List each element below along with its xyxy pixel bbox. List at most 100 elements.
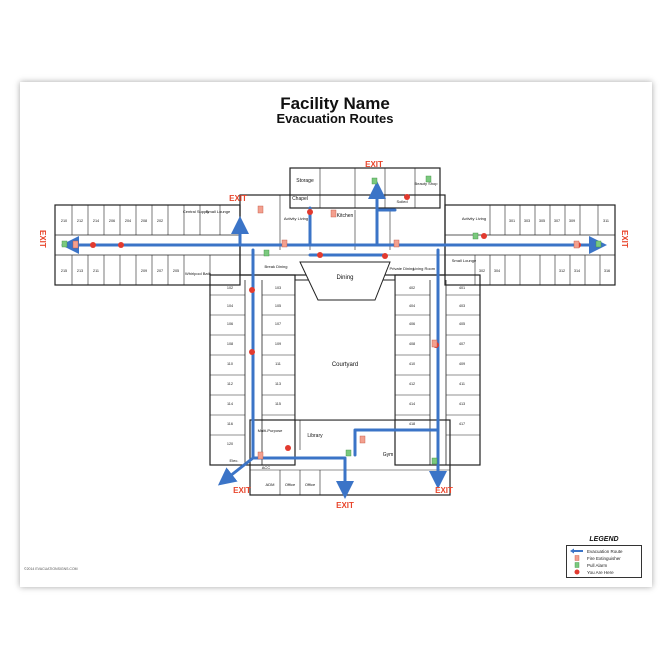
svg-text:213: 213 [77, 269, 83, 273]
route-to-south-exit [251, 456, 354, 499]
you-are-here-icon [118, 242, 124, 248]
you-are-here-icon [481, 233, 487, 239]
exit-top-center: EXIT [365, 160, 383, 169]
svg-text:106: 106 [227, 322, 233, 326]
dining-label: Dining [336, 275, 353, 281]
svg-text:413: 413 [459, 402, 465, 406]
svg-text:102: 102 [227, 286, 233, 290]
pull-alarm-icon [345, 449, 352, 457]
courtyard [294, 279, 396, 421]
small-lounge-label: Small Lounge [206, 209, 231, 214]
svg-text:110: 110 [227, 362, 233, 366]
you-are-here-icon [404, 194, 410, 200]
svg-text:410: 410 [409, 362, 415, 366]
library-label: Library [307, 433, 323, 439]
pull-alarms [61, 175, 602, 465]
office1-label: Office [285, 482, 296, 487]
break-dining-label: Break Dining [265, 264, 288, 269]
exit-bottom-left: EXIT [233, 486, 251, 495]
activity-right-label: Activity Living [462, 216, 486, 221]
exit-top-left: EXIT [229, 194, 247, 203]
svg-text:113: 113 [275, 382, 281, 386]
pull-alarm-icon [570, 562, 584, 568]
you-are-here-icon [317, 252, 323, 258]
living-room-label: Living Room [413, 266, 436, 271]
storage-label: Storage [296, 178, 314, 184]
svg-text:116: 116 [227, 422, 233, 426]
you-are-here-icon [285, 445, 291, 451]
svg-text:409: 409 [459, 362, 465, 366]
svg-text:211: 211 [93, 269, 99, 273]
extinguisher-icon [257, 205, 264, 214]
svg-text:405: 405 [459, 322, 465, 326]
beauty-shop-label: Beauty Shop [415, 181, 439, 186]
route-arrow-icon [570, 548, 584, 554]
facility-name: Facility Name [280, 94, 390, 113]
svg-text:108: 108 [227, 342, 233, 346]
pull-alarm-icon [61, 240, 68, 248]
pull-alarm-icon [371, 177, 378, 185]
svg-text:408: 408 [409, 342, 415, 346]
extinguisher-icon [393, 239, 400, 248]
chapel-label: Chapel [292, 196, 308, 202]
svg-text:411: 411 [459, 382, 465, 386]
svg-text:210: 210 [61, 219, 67, 223]
svg-text:407: 407 [459, 342, 465, 346]
svg-text:314: 314 [574, 269, 580, 273]
exit-labels: EXIT EXIT EXIT EXIT EXIT EXIT EXIT [38, 160, 629, 510]
small-lounge-2-label: Small Lounge [452, 258, 477, 263]
adm-label: ADM [266, 482, 275, 487]
svg-text:302: 302 [479, 269, 485, 273]
svg-text:307: 307 [554, 219, 560, 223]
svg-text:311: 311 [603, 219, 609, 223]
pull-alarm-icon [263, 249, 270, 257]
svg-text:316: 316 [604, 269, 610, 273]
svg-text:303: 303 [524, 219, 530, 223]
you-are-here-icon [382, 253, 388, 259]
evacuation-routes-subtitle: Evacuation Routes [276, 111, 394, 126]
legend-item: You Are Here [570, 569, 614, 575]
extinguisher-icon [431, 339, 438, 348]
route-gym [353, 428, 440, 457]
svg-text:312: 312 [559, 269, 565, 273]
svg-text:205: 205 [173, 269, 179, 273]
extinguisher-icon [72, 240, 79, 249]
extinguishers [72, 205, 580, 460]
svg-text:115: 115 [275, 402, 281, 406]
you-are-here-icon [570, 569, 584, 575]
svg-text:112: 112 [227, 382, 233, 386]
elec-label: Elec. [230, 458, 239, 463]
svg-text:208: 208 [141, 219, 147, 223]
svg-text:103: 103 [275, 286, 281, 290]
svg-text:309: 309 [569, 219, 575, 223]
svg-text:207: 207 [157, 269, 163, 273]
extinguisher-icon [359, 435, 366, 444]
svg-text:120: 120 [227, 442, 233, 446]
you-are-here-icon [90, 242, 96, 248]
extinguisher-icon [257, 451, 264, 460]
exit-bottom-right: EXIT [435, 486, 453, 495]
svg-text:111: 111 [275, 362, 281, 366]
legend-item: Evacuation Route [570, 548, 623, 554]
svg-text:418: 418 [409, 422, 415, 426]
svg-text:209: 209 [141, 269, 147, 273]
svg-text:206: 206 [109, 219, 115, 223]
svg-text:212: 212 [77, 219, 83, 223]
north-annex [289, 167, 441, 209]
you-are-here-icon [307, 209, 313, 215]
legend-box: Evacuation Route Fire Extinguisher Pull … [566, 545, 642, 578]
svg-text:107: 107 [275, 322, 281, 326]
dining-room [299, 261, 391, 301]
svg-text:417: 417 [459, 422, 465, 426]
soiled-label: Soiled [396, 199, 407, 204]
svg-text:401: 401 [459, 286, 465, 290]
legend: LEGEND Evacuation Route Fire Extinguishe… [566, 536, 642, 578]
pull-alarm-icon [431, 457, 438, 465]
svg-text:414: 414 [409, 402, 415, 406]
svg-text:204: 204 [125, 219, 131, 223]
central-supply-label: Central Supply [183, 209, 209, 214]
exit-bottom-center: EXIT [336, 501, 354, 510]
gym-label: Gym [383, 452, 394, 458]
pull-alarm-icon [472, 232, 479, 240]
